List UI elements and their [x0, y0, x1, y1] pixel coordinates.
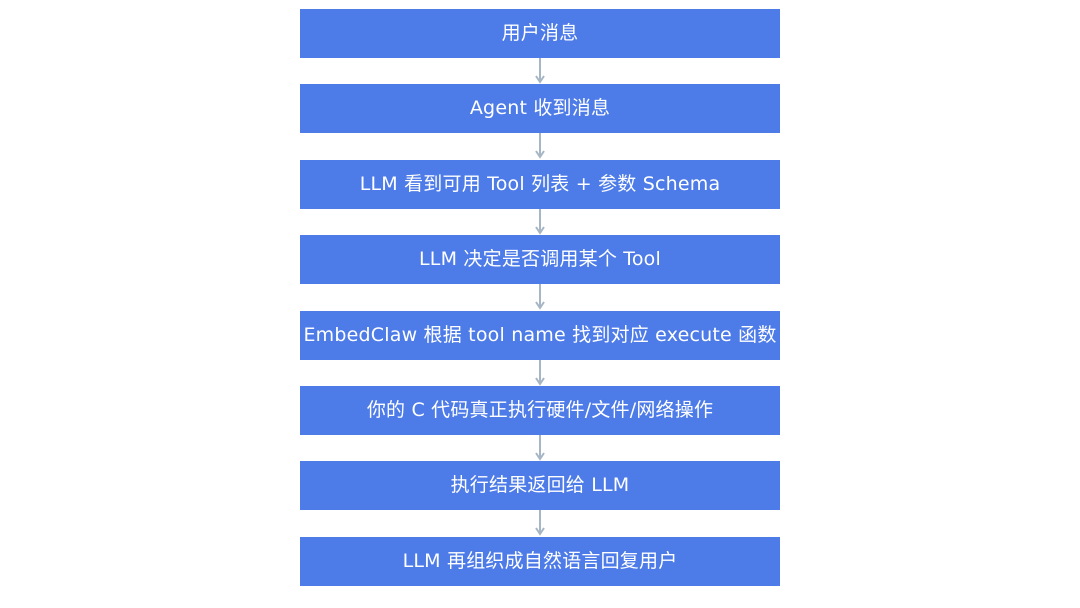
down-arrow-icon	[535, 58, 545, 84]
flow-step-label: EmbedClaw 根据 tool name 找到对应 execute 函数	[303, 324, 777, 346]
flow-step-agent-receives: Agent 收到消息	[300, 84, 780, 133]
down-arrow-icon	[535, 435, 545, 461]
down-arrow-icon	[535, 133, 545, 159]
down-arrow-icon	[535, 209, 545, 235]
flow-step-label: LLM 再组织成自然语言回复用户	[402, 550, 678, 572]
flow-step-llm-replies: LLM 再组织成自然语言回复用户	[300, 537, 780, 586]
flow-step-label: 你的 C 代码真正执行硬件/文件/网络操作	[366, 399, 714, 421]
flow-step-llm-sees-tools: LLM 看到可用 Tool 列表 + 参数 Schema	[300, 160, 780, 209]
flow-step-result-returned: 执行结果返回给 LLM	[300, 461, 780, 510]
down-arrow-icon	[535, 284, 545, 310]
flow-step-label: 执行结果返回给 LLM	[450, 474, 630, 496]
flow-step-label: LLM 决定是否调用某个 Tool	[419, 248, 661, 270]
flow-step-embedclaw-dispatch: EmbedClaw 根据 tool name 找到对应 execute 函数	[300, 311, 780, 360]
flow-step-llm-decides: LLM 决定是否调用某个 Tool	[300, 235, 780, 284]
flow-step-c-code-executes: 你的 C 代码真正执行硬件/文件/网络操作	[300, 386, 780, 435]
flow-step-user-message: 用户消息	[300, 9, 780, 58]
flow-step-label: LLM 看到可用 Tool 列表 + 参数 Schema	[359, 173, 721, 195]
flow-step-label: Agent 收到消息	[469, 97, 611, 119]
flowchart: 用户消息 Agent 收到消息 LLM 看到可用 Tool 列表 + 参数 Sc…	[300, 9, 780, 587]
down-arrow-icon	[535, 360, 545, 386]
down-arrow-icon	[535, 510, 545, 536]
flow-step-label: 用户消息	[501, 22, 579, 44]
